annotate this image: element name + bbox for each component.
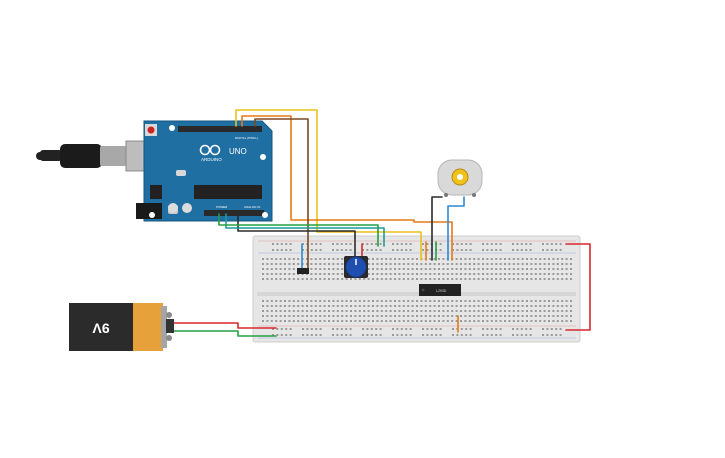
wire-black: [237, 213, 356, 263]
arduino-uno[interactable]: ARDUINO UNO DIGITAL (PWM~) POWER ANALOG …: [136, 120, 273, 222]
wire-green-battery: [171, 330, 277, 337]
wire-brown: [254, 118, 309, 271]
wire-black-motor: [431, 196, 443, 261]
wire-green: [218, 213, 379, 247]
wires: [171, 109, 591, 337]
wire-teal: [225, 213, 385, 247]
usb-cable[interactable]: [36, 140, 157, 172]
motor-driver-chip: L293D: [419, 284, 461, 296]
digital-header-label: DIGITAL (PWM~): [235, 136, 258, 140]
wire-blue-motor: [447, 196, 465, 261]
wire-orange: [241, 115, 453, 261]
arduino-model: UNO: [229, 147, 247, 156]
battery-voltage-label: 9V: [92, 320, 110, 336]
reset-button[interactable]: [147, 126, 155, 134]
arduino-brand: ARDUINO: [201, 157, 222, 162]
potentiometer[interactable]: [344, 256, 368, 278]
dc-motor[interactable]: [437, 159, 483, 197]
chip-label: L293D: [436, 289, 447, 293]
wire-red-rail: [565, 243, 591, 331]
breadboard[interactable]: [252, 235, 581, 343]
power-header-label: POWER: [216, 205, 228, 209]
wire-red-battery: [171, 322, 277, 329]
wire-yellow: [235, 109, 422, 261]
battery-9v[interactable]: 9V: [69, 303, 174, 351]
arduino-logo-icon: [199, 144, 221, 156]
analog-header-label: ANALOG IN: [244, 205, 260, 209]
push-button[interactable]: [297, 268, 309, 274]
